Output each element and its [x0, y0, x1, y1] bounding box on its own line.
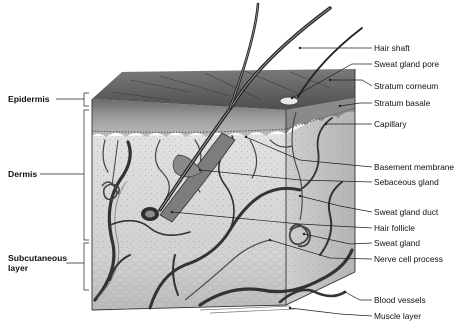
label-blood-vessels: Blood vessels	[374, 295, 426, 305]
label-stratum-basale: Stratum basale	[374, 98, 431, 108]
label-hair-follicle: Hair follicle	[374, 223, 415, 233]
label-sweat-gland-duct: Sweat gland duct	[374, 207, 439, 217]
label-dermis: Dermis	[8, 169, 37, 179]
label-epidermis: Epidermis	[8, 94, 50, 104]
label-subcutaneous-line-1: Subcutaneous	[8, 253, 67, 263]
label-sebaceous-gland: Sebaceous gland	[374, 177, 439, 187]
label-muscle-layer: Muscle layer	[374, 311, 421, 321]
label-basement-membrane: Basement membrane	[374, 162, 454, 172]
sweat-gland-pore-shape	[280, 97, 298, 105]
label-subcutaneous-line-2: layer	[8, 263, 29, 273]
label-sweat-gland: Sweat gland	[374, 238, 420, 248]
label-sweat-gland-pore: Sweat gland pore	[374, 59, 440, 69]
label-capillary: Capillary	[374, 119, 407, 129]
label-nerve-cell-process: Nerve cell process	[374, 254, 443, 264]
label-stratum-corneum: Stratum corneum	[374, 81, 438, 91]
label-hair-shaft: Hair shaft	[374, 43, 411, 53]
label-subcutaneous-layer: Subcutaneous layer	[8, 253, 70, 273]
skin-block	[92, 69, 355, 310]
